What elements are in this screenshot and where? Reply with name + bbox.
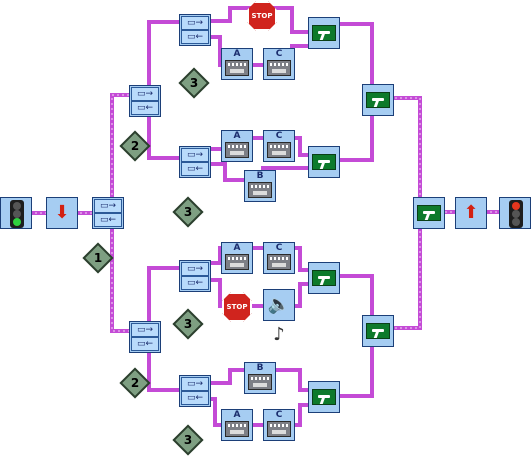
motor-block-a[interactable]: A (221, 409, 253, 441)
port-label: A (233, 131, 241, 141)
plate-icon: ▭→ (131, 87, 159, 101)
plate-icon: ▭→ (131, 323, 159, 337)
merge-block[interactable] (308, 262, 340, 294)
port-label: B (256, 171, 264, 181)
merge-icon (312, 270, 336, 286)
plate-icon: ▭← (181, 162, 209, 176)
merge-block[interactable] (413, 197, 445, 229)
merge-icon (312, 154, 336, 170)
move-down-block[interactable]: ⬇ (46, 197, 78, 229)
fork-block-main[interactable]: ▭→ ▭← (92, 197, 124, 229)
plate-icon: ▭→ (181, 377, 209, 391)
sensor-count: 3 (183, 433, 193, 447)
plate-icon: ▭← (94, 213, 122, 227)
merge-icon (366, 92, 390, 108)
motor-block-a[interactable]: A (221, 130, 253, 162)
sensor-count: 3 (183, 317, 193, 331)
merge-icon (366, 323, 390, 339)
speaker-note-icon: 🔈♪ (267, 294, 291, 345)
port-label: C (275, 410, 283, 420)
merge-block[interactable] (308, 146, 340, 178)
traffic-light-green-icon (10, 200, 24, 228)
merge-icon (312, 389, 336, 405)
motor-block-b[interactable]: B (244, 362, 276, 394)
fork-block-b[interactable]: ▭→ ▭← (179, 146, 211, 178)
fork-block-lower[interactable]: ▭→ ▭← (129, 321, 161, 353)
motor-block-c[interactable]: C (263, 409, 295, 441)
port-label: A (233, 243, 241, 253)
start-block[interactable] (0, 197, 32, 229)
end-block[interactable] (499, 197, 531, 229)
arrow-down-icon: ⬇ (54, 202, 70, 223)
motor-block-c[interactable]: C (263, 130, 295, 162)
arrow-up-icon: ⬆ (463, 202, 479, 223)
plate-icon: ▭← (181, 276, 209, 290)
motor-block-c[interactable]: C (263, 242, 295, 274)
plate-icon: ▭← (181, 30, 209, 44)
motor-block-b[interactable]: B (244, 170, 276, 202)
plate-icon: ▭→ (94, 199, 122, 213)
fork-block-d[interactable]: ▭→ ▭← (179, 375, 211, 407)
move-up-block[interactable]: ⬆ (455, 197, 487, 229)
sensor-count: 2 (130, 376, 140, 390)
stop-sign-icon[interactable]: STOP (247, 1, 277, 31)
port-label: C (275, 131, 283, 141)
sensor-count: 1 (93, 251, 103, 265)
merge-block[interactable] (308, 381, 340, 413)
plate-icon: ▭← (181, 391, 209, 405)
merge-block[interactable] (362, 84, 394, 116)
merge-icon (417, 205, 441, 221)
plate-icon: ▭← (131, 101, 159, 115)
sensor-count: 3 (183, 205, 193, 219)
sensor-count: 3 (189, 76, 199, 90)
motor-block-a[interactable]: A (221, 48, 253, 80)
port-label: B (256, 363, 264, 373)
port-label: C (275, 49, 283, 59)
port-label: A (233, 410, 241, 420)
plate-icon: ▭→ (181, 148, 209, 162)
merge-block[interactable] (362, 315, 394, 347)
sound-block[interactable]: 🔈♪ (263, 289, 295, 345)
port-label: A (233, 49, 241, 59)
fork-block-upper[interactable]: ▭→ ▭← (129, 85, 161, 117)
merge-block[interactable] (308, 17, 340, 49)
plate-icon: ▭→ (181, 16, 209, 30)
port-label: C (275, 243, 283, 253)
stop-sign-icon[interactable]: STOP (222, 292, 252, 322)
plate-icon: ▭← (131, 337, 159, 351)
sensor-count: 2 (130, 139, 140, 153)
motor-block-a[interactable]: A (221, 242, 253, 274)
fork-block-a[interactable]: ▭→ ▭← (179, 14, 211, 46)
motor-block-c[interactable]: C (263, 48, 295, 80)
traffic-light-red-icon (509, 200, 523, 228)
fork-block-c[interactable]: ▭→ ▭← (179, 260, 211, 292)
plate-icon: ▭→ (181, 262, 209, 276)
merge-icon (312, 25, 336, 41)
